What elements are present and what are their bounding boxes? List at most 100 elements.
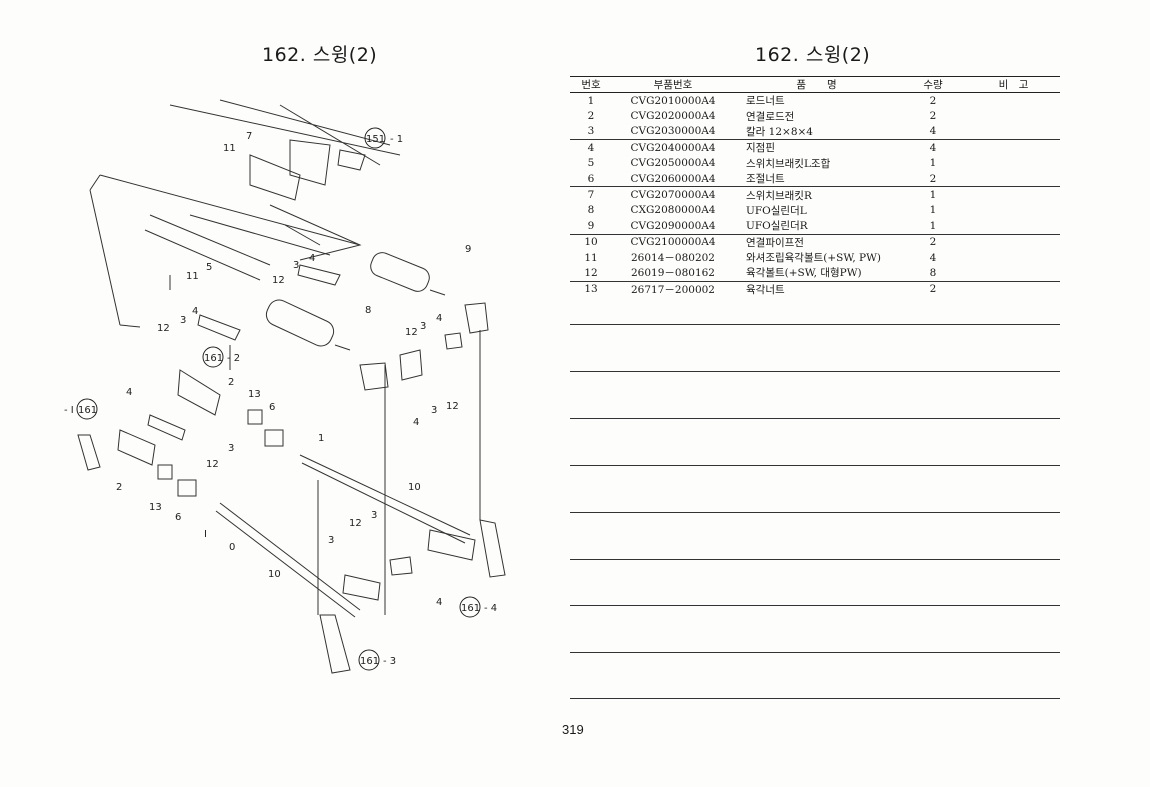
header-part-name: 품 명 bbox=[734, 76, 899, 93]
cell-qty: 4 bbox=[929, 125, 937, 138]
cell-remarks bbox=[967, 139, 1060, 156]
callout-6: 6 bbox=[269, 402, 275, 413]
cell-part-number: CVG2050000A4 bbox=[630, 157, 716, 170]
cell-no: 2 bbox=[587, 110, 595, 123]
cell-part-number: 26014－080202 bbox=[631, 252, 715, 265]
ref-suffix-161-2: - 2 bbox=[227, 353, 240, 364]
cell-no: 12 bbox=[584, 266, 598, 279]
ruled-line bbox=[570, 698, 1060, 699]
ref-circle-151-1: 151 bbox=[366, 134, 385, 145]
cell-qty: 2 bbox=[899, 233, 967, 250]
header-qty: 수량 bbox=[899, 76, 967, 93]
callout-9: 9 bbox=[465, 244, 471, 255]
ruled-line bbox=[570, 605, 1060, 606]
cell-remarks bbox=[967, 171, 1060, 187]
callout-4: 4 bbox=[413, 417, 419, 428]
callout-5: 5 bbox=[206, 262, 212, 273]
callout-4: 4 bbox=[126, 387, 132, 398]
cell-remarks bbox=[967, 108, 1060, 123]
cell-no: 5 bbox=[587, 157, 595, 170]
callout-11: 11 bbox=[223, 143, 236, 154]
cell-part-number: CVG2030000A4 bbox=[630, 125, 716, 138]
callout-12: 12 bbox=[405, 327, 418, 338]
cell-qty: 4 bbox=[899, 139, 967, 156]
callout-3: 3 bbox=[328, 535, 334, 546]
callout-12: 12 bbox=[349, 518, 362, 529]
callout-3: 3 bbox=[293, 260, 299, 271]
cell-part-number: CVG2020000A4 bbox=[630, 110, 716, 123]
table-row: 11 26014－080202 와셔조립육각볼트(+SW, PW) 4 bbox=[570, 250, 1060, 265]
ref-circle-161-2: 161 bbox=[204, 353, 223, 364]
callout-4: 4 bbox=[309, 253, 315, 264]
header-remarks: 비 고 bbox=[967, 76, 1060, 93]
callout-4: 4 bbox=[192, 306, 198, 317]
ref-circle-161-4: 161 bbox=[461, 603, 480, 614]
cell-part-number: CXG2080000A4 bbox=[630, 204, 716, 217]
ruled-line bbox=[570, 371, 1060, 372]
cell-no: 11 bbox=[584, 251, 598, 264]
cell-remarks bbox=[967, 186, 1060, 203]
cell-part-number: 26019－080162 bbox=[631, 267, 715, 280]
ruled-line bbox=[570, 512, 1060, 513]
cell-no: 10 bbox=[570, 233, 612, 250]
cell-qty: 4 bbox=[929, 251, 937, 264]
ruled-line bbox=[570, 465, 1060, 466]
cell-part-name: 와셔조립육각볼트(+SW, PW) bbox=[746, 252, 881, 265]
cell-qty: 2 bbox=[929, 110, 937, 123]
ref-circle-161-3: 161 bbox=[360, 656, 379, 667]
callout-2: 2 bbox=[116, 482, 122, 493]
callout-3: 3 bbox=[420, 321, 426, 332]
cell-part-name: 로드너트 bbox=[746, 95, 785, 108]
cell-part-name: 지점핀 bbox=[734, 139, 899, 156]
cell-part-number: CVG2060000A4 bbox=[630, 172, 716, 185]
cell-qty: 1 bbox=[899, 186, 967, 203]
ref-circle-161-1: 161 bbox=[78, 405, 97, 416]
callout-10: 10 bbox=[408, 482, 421, 493]
page-number: 319 bbox=[562, 722, 584, 737]
cell-part-number: CVG2100000A4 bbox=[612, 233, 734, 250]
cell-qty: 2 bbox=[929, 94, 937, 107]
cell-remarks bbox=[967, 156, 1060, 171]
header-no: 번호 bbox=[570, 76, 612, 93]
ref-suffix-161-4: - 4 bbox=[484, 603, 497, 614]
callout-12: 12 bbox=[272, 275, 285, 286]
table-header-row: 번호 부품번호 품 명 수량 비 고 bbox=[570, 76, 1060, 93]
callout-7: 7 bbox=[246, 131, 252, 142]
callout-11: 11 bbox=[186, 271, 199, 282]
cell-part-name: 스위치브래킷L조합 bbox=[746, 157, 831, 170]
header-part-number: 부품번호 bbox=[612, 76, 734, 93]
ref-suffix-161-1: - I bbox=[64, 405, 74, 416]
cell-part-name: 연결파이프전 bbox=[734, 233, 899, 250]
cell-qty: 2 bbox=[899, 280, 967, 298]
callout-3: 3 bbox=[371, 510, 377, 521]
swing-parts-diagram: 151 - 1 161 - I 161 - 2 161 - 3 161 - 4 … bbox=[64, 99, 506, 674]
cell-no: 4 bbox=[570, 139, 612, 156]
cell-part-number: CVG2010000A4 bbox=[630, 94, 716, 107]
cell-part-name: UFO실린더L bbox=[746, 204, 807, 217]
cell-remarks bbox=[967, 218, 1060, 234]
left-page-title: 162. 스윙(2) bbox=[262, 44, 378, 66]
cell-remarks bbox=[967, 233, 1060, 250]
cell-remarks bbox=[967, 124, 1060, 140]
cell-remarks bbox=[967, 203, 1060, 218]
cell-remarks bbox=[967, 93, 1060, 109]
callout-10: 10 bbox=[268, 569, 281, 580]
ruled-line bbox=[570, 652, 1060, 653]
callout-2: 2 bbox=[228, 377, 234, 388]
cell-part-number: CVG2070000A4 bbox=[612, 186, 734, 203]
cell-part-name: 연결로드전 bbox=[746, 110, 795, 123]
cell-part-number: 26717－200002 bbox=[612, 280, 734, 298]
cell-part-name: 조절너트 bbox=[746, 173, 785, 186]
ref-suffix-151-1: - 1 bbox=[390, 134, 403, 145]
cell-no: 9 bbox=[587, 219, 595, 232]
cell-no: 13 bbox=[570, 280, 612, 298]
